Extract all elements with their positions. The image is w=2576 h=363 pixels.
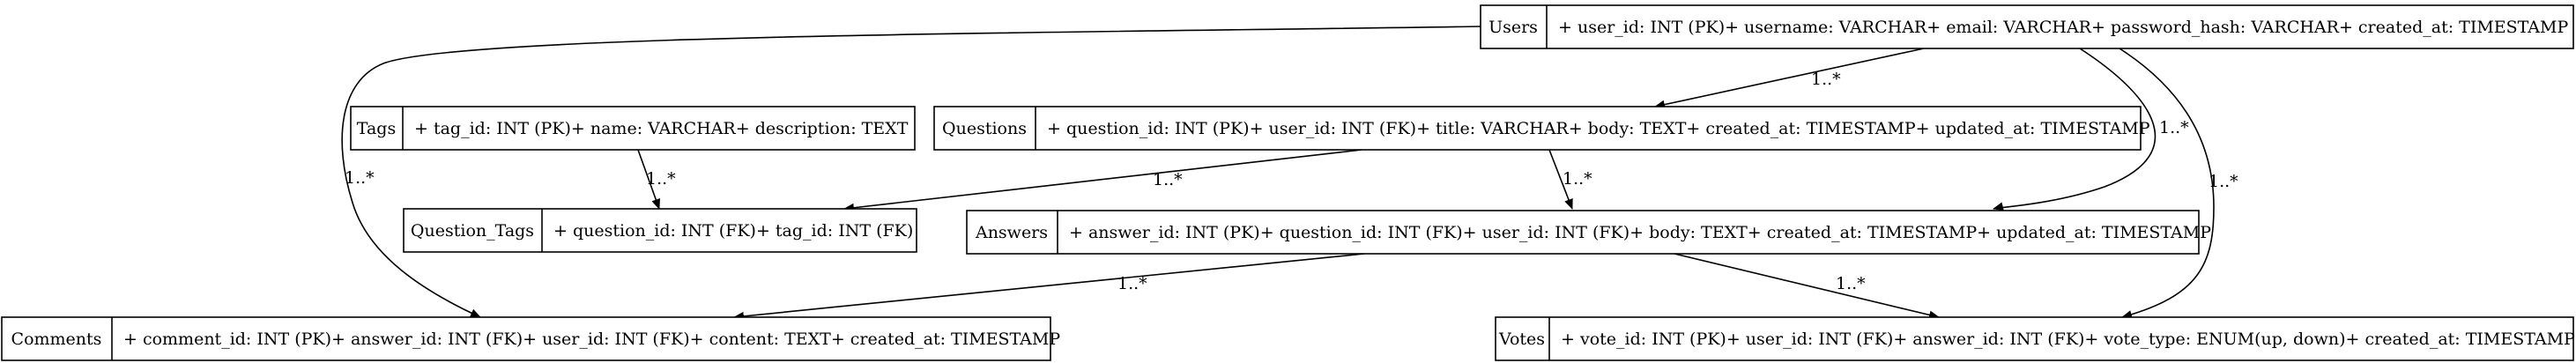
entity-answers[interactable]: Answers + answer_id: INT (PK)+ question_… bbox=[966, 210, 2211, 255]
edge-users-answers: 1..* bbox=[1993, 48, 2189, 211]
edge-questions-answers: 1..* bbox=[1548, 149, 1592, 210]
edge-questions-question-tags: 1..* bbox=[843, 149, 1362, 212]
edge-label-tags-question-tags: 1..* bbox=[646, 169, 676, 189]
entities: Users + user_id: INT (PK)+ username: VAR… bbox=[1, 4, 2575, 361]
edge-label-users-answers: 1..* bbox=[2159, 118, 2189, 137]
edge-users-comments: 1..* bbox=[341, 26, 1481, 318]
entity-tags[interactable]: Tags + tag_id: INT (PK)+ name: VARCHAR+ … bbox=[350, 106, 916, 151]
edge-answers-comments: 1..* bbox=[733, 253, 1365, 321]
entity-fields: + question_id: INT (FK)+ tag_id: INT (FK… bbox=[553, 221, 913, 241]
entity-name: Questions bbox=[942, 119, 1027, 138]
edge-users-votes: 1..* bbox=[2119, 48, 2238, 319]
entity-votes[interactable]: Votes + vote_id: INT (PK)+ user_id: INT … bbox=[1495, 316, 2575, 361]
edge-label-users-votes: 1..* bbox=[2209, 172, 2238, 191]
edge-users-questions: 1..* bbox=[1654, 48, 1925, 109]
entity-name: Users bbox=[1488, 18, 1538, 37]
entity-fields: + comment_id: INT (PK)+ answer_id: INT (… bbox=[123, 330, 1060, 349]
entity-name: Votes bbox=[1498, 330, 1545, 349]
entity-users[interactable]: Users + user_id: INT (PK)+ username: VAR… bbox=[1480, 4, 2574, 49]
entity-comments[interactable]: Comments + comment_id: INT (PK)+ answer_… bbox=[1, 316, 1060, 361]
edge-label-users-comments: 1..* bbox=[345, 168, 375, 188]
edge-label-answers-votes: 1..* bbox=[1836, 274, 1866, 293]
entity-name: Tags bbox=[357, 119, 396, 138]
edge-label-questions-answers: 1..* bbox=[1563, 169, 1592, 189]
entity-name: Question_Tags bbox=[411, 221, 534, 241]
edge-label-questions-question-tags: 1..* bbox=[1153, 170, 1183, 189]
entity-fields: + tag_id: INT (PK)+ name: VARCHAR+ descr… bbox=[414, 119, 909, 138]
entity-name: Comments bbox=[11, 330, 102, 349]
edge-tags-question-tags: 1..* bbox=[637, 149, 676, 210]
edge-label-answers-comments: 1..* bbox=[1117, 274, 1147, 293]
entity-name: Answers bbox=[975, 223, 1048, 242]
entity-fields: + user_id: INT (PK)+ username: VARCHAR+ … bbox=[1558, 18, 2568, 37]
entity-fields: + question_id: INT (PK)+ user_id: INT (F… bbox=[1047, 119, 2150, 138]
relationships: 1..* 1..* 1..* 1..* 1..* 1..* 1. bbox=[341, 26, 2238, 321]
entity-question-tags[interactable]: Question_Tags + question_id: INT (FK)+ t… bbox=[403, 208, 917, 253]
entity-fields: + answer_id: INT (PK)+ question_id: INT … bbox=[1069, 223, 2211, 242]
entity-fields: + vote_id: INT (PK)+ user_id: INT (FK)+ … bbox=[1561, 330, 2575, 349]
entity-questions[interactable]: Questions + question_id: INT (PK)+ user_… bbox=[933, 106, 2150, 151]
edge-label-users-questions: 1..* bbox=[1811, 70, 1841, 89]
edge-answers-votes: 1..* bbox=[1674, 253, 1940, 320]
